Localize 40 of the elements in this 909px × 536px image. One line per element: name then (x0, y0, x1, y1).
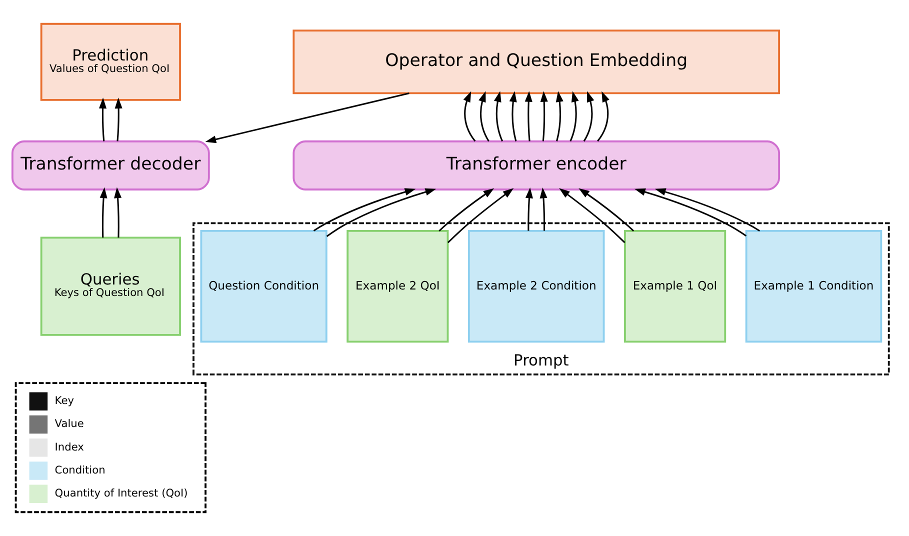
arrow (494, 91, 504, 142)
node-box: Transformer decoder (11, 140, 210, 190)
arrow (583, 91, 594, 142)
arrow (556, 91, 564, 142)
arrow (447, 188, 514, 244)
node-box: Queries Keys of Question QoI (40, 236, 181, 336)
arrow (509, 91, 517, 142)
node-box: Question Condition (200, 230, 328, 343)
legend-label: Value (54, 418, 84, 430)
node-box: Operator and Question Embedding (292, 30, 780, 94)
arrow (524, 91, 532, 142)
arrow (100, 187, 108, 238)
legend-label: Condition (54, 464, 106, 476)
arrow (114, 187, 122, 238)
node-box: Example 2 QoI (346, 230, 449, 343)
node-box: Example 1 QoI (624, 230, 726, 343)
arrow (654, 188, 760, 232)
arrow (559, 188, 626, 244)
arrow (570, 91, 579, 142)
legend-label: Key (54, 395, 74, 408)
arrow (597, 91, 610, 142)
arrow (326, 188, 436, 238)
legend-label: Quantity of Interest (QoI) (54, 488, 188, 500)
arrow (438, 188, 494, 232)
arrow (205, 92, 410, 144)
legend-label: Index (54, 441, 84, 454)
arrow (463, 91, 476, 142)
node-box: Transformer encoder (292, 140, 780, 190)
node-box: Example 2 Condition (468, 230, 605, 343)
arrow (540, 91, 548, 142)
arrow (634, 188, 747, 236)
arrow (525, 187, 533, 231)
arrow (578, 188, 634, 232)
arrow (478, 91, 490, 142)
arrow (540, 187, 548, 231)
arrow (98, 98, 107, 142)
arrow (313, 188, 416, 232)
node-box: Example 1 Condition (745, 230, 882, 343)
arrow (114, 98, 122, 142)
node-box: Prediction Values of Question QoI (40, 22, 181, 101)
